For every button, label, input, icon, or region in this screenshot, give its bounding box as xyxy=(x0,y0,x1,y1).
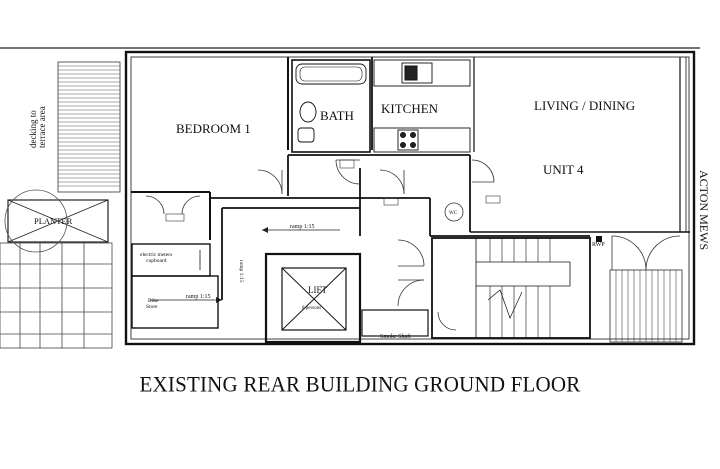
decking-area xyxy=(57,61,121,193)
bike-label-2: Store xyxy=(146,304,158,310)
bike-label-1: Bike xyxy=(148,298,159,304)
door-swings xyxy=(145,159,681,331)
cupboard-label-1: electric meters xyxy=(140,252,172,258)
bedroom-label: BEDROOM 1 xyxy=(176,121,251,136)
lift-label: LIFT xyxy=(308,285,328,295)
bath-label: BATH xyxy=(320,108,354,123)
living-dining-label: LIVING / DINING xyxy=(534,98,635,113)
bath-room xyxy=(291,59,371,153)
paving-grid xyxy=(0,242,113,349)
svg-text:terrace area: terrace area xyxy=(37,106,47,148)
svg-text:ramp 1:15: ramp 1:15 xyxy=(186,294,211,300)
small-labels: WC xyxy=(165,159,501,222)
building-outline xyxy=(124,50,696,346)
svg-text:ramp 1:15: ramp 1:15 xyxy=(290,224,315,230)
svg-text:ramp 1:15: ramp 1:15 xyxy=(238,260,244,283)
cupboard-label-2: cupboard xyxy=(146,258,167,264)
svg-text:ACTON MEWS: ACTON MEWS xyxy=(697,170,711,250)
rwp-label: RWP xyxy=(592,242,605,248)
entrance-hatch xyxy=(609,269,683,343)
hallway-walls xyxy=(210,154,590,300)
street-label: ACTON MEWS xyxy=(697,170,711,250)
svg-text:decking to: decking to xyxy=(28,110,38,148)
utility-rooms xyxy=(131,243,219,329)
svg-text:WC: WC xyxy=(449,211,458,216)
lift-shaft xyxy=(264,252,362,344)
smoke-shaft xyxy=(361,309,429,337)
kitchen-room xyxy=(371,57,471,153)
unit-label: UNIT 4 xyxy=(543,162,584,177)
living-walls xyxy=(470,57,690,233)
plan-caption: EXISTING REAR BUILDING GROUND FLOOR xyxy=(139,371,581,397)
svg-text:PLANTER: PLANTER xyxy=(34,216,73,226)
planter: PLANTER xyxy=(4,189,109,253)
bedroom-walls xyxy=(131,57,289,240)
lift-sub-label: 8 persons xyxy=(302,306,321,311)
stair-core xyxy=(431,237,591,339)
kitchen-label: KITCHEN xyxy=(381,101,439,116)
rwp-marker xyxy=(596,236,602,242)
smoke-shaft-label: Smoke Shaft xyxy=(380,333,411,340)
decking-label: decking to terrace area xyxy=(28,106,47,148)
